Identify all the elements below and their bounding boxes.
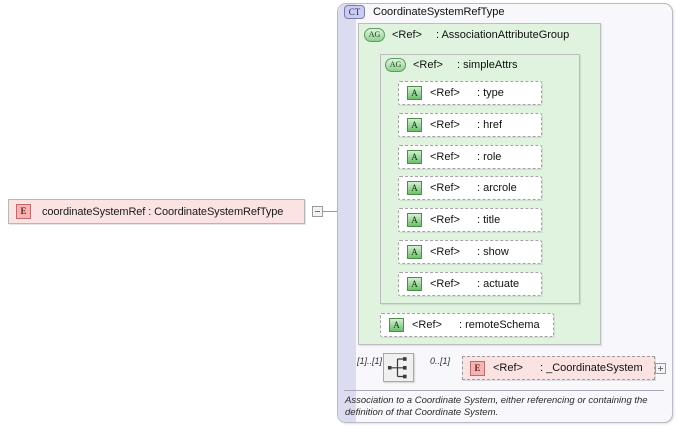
attribute-ref: <Ref> <box>430 278 460 290</box>
child-element-box[interactable]: E <Ref> : _CoordinateSystem <box>462 356 655 380</box>
attribute-name: : role <box>476 151 502 163</box>
attribute-row[interactable]: A <Ref> : role <box>398 145 542 169</box>
attribute-group-name-simpleattrs: : simpleAttrs <box>456 59 518 71</box>
complex-type-header: CT CoordinateSystemRefType <box>344 5 504 19</box>
attribute-ref: <Ref> <box>430 151 460 163</box>
attribute-icon: A <box>389 318 404 332</box>
complex-type-icon: CT <box>344 5 365 19</box>
attribute-group-icon: AG <box>364 28 385 42</box>
child-element-name: : _CoordinateSystem <box>539 362 643 374</box>
attribute-icon: A <box>407 118 422 132</box>
attribute-group-icon: AG <box>385 58 406 72</box>
attribute-ref: <Ref> <box>430 119 460 131</box>
sequence-compositor-icon[interactable] <box>383 353 414 382</box>
attribute-icon: A <box>407 213 422 227</box>
complex-type-title: CoordinateSystemRefType <box>373 6 505 18</box>
child-element-expand-control[interactable] <box>655 363 666 374</box>
attribute-row[interactable]: A <Ref> : title <box>398 208 542 232</box>
attribute-row-remote-schema[interactable]: A <Ref> : remoteSchema <box>380 313 554 337</box>
child-element-ref: <Ref> <box>493 362 523 374</box>
root-element-collapse-control[interactable] <box>312 206 323 217</box>
root-element-box[interactable]: E coordinateSystemRef : CoordinateSystem… <box>8 199 305 224</box>
attribute-ref: <Ref> <box>430 87 460 99</box>
attribute-icon: A <box>407 277 422 291</box>
cardinality-sequence: [1]..[1] <box>357 356 383 366</box>
cardinality-child-element: 0..[1] <box>430 356 451 366</box>
attribute-ref: <Ref> <box>430 182 460 194</box>
attribute-icon: A <box>407 181 422 195</box>
attribute-group-ref-simpleattrs: <Ref> <box>413 59 443 71</box>
element-icon: E <box>16 204 31 219</box>
connector-root-to-trunk <box>318 211 353 212</box>
attribute-name: : remoteSchema <box>458 319 540 331</box>
attribute-row[interactable]: A <Ref> : actuate <box>398 272 542 296</box>
attribute-name: : show <box>476 246 509 258</box>
attribute-row[interactable]: A <Ref> : type <box>398 81 542 105</box>
annotation-text: Association to a Coordinate System, eith… <box>345 395 648 418</box>
attribute-ref: <Ref> <box>412 319 442 331</box>
attribute-ref: <Ref> <box>430 246 460 258</box>
complex-type-band <box>338 4 356 422</box>
sequence-icon-glyph <box>388 357 407 379</box>
element-icon: E <box>470 360 485 376</box>
attribute-group-ref-association: <Ref> <box>392 29 422 41</box>
attribute-icon: A <box>407 245 422 259</box>
attribute-row[interactable]: A <Ref> : show <box>398 240 542 264</box>
attribute-name: : actuate <box>476 278 520 290</box>
attribute-name: : title <box>476 214 501 226</box>
attribute-row[interactable]: A <Ref> : arcrole <box>398 176 542 200</box>
attribute-group-header-simpleattrs: AG <Ref> : simpleAttrs <box>385 58 517 72</box>
attribute-name: : arcrole <box>476 182 517 194</box>
attribute-icon: A <box>407 86 422 100</box>
attribute-name: : type <box>476 87 504 99</box>
attribute-group-header-association: AG <Ref> : AssociationAttributeGroup <box>364 28 569 42</box>
annotation-divider <box>344 390 664 391</box>
attribute-ref: <Ref> <box>430 214 460 226</box>
attribute-group-name-association: : AssociationAttributeGroup <box>435 29 570 41</box>
attribute-name: : href <box>476 119 503 131</box>
root-element-label: coordinateSystemRef : CoordinateSystemRe… <box>42 205 284 218</box>
attribute-icon: A <box>407 150 422 164</box>
attribute-row[interactable]: A <Ref> : href <box>398 113 542 137</box>
